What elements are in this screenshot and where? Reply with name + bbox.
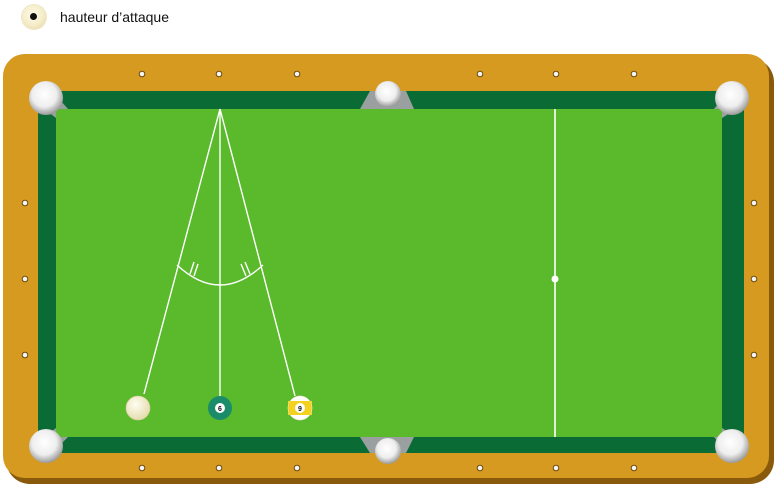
table-felt <box>56 109 722 437</box>
ball-9[interactable]: 9 <box>288 396 312 420</box>
ball-6[interactable]: 6 <box>208 396 232 420</box>
ball-9-number: 9 <box>298 406 302 413</box>
cue-ball[interactable] <box>126 396 150 420</box>
center-spot <box>552 276 559 283</box>
ball-6-number: 6 <box>218 406 222 413</box>
